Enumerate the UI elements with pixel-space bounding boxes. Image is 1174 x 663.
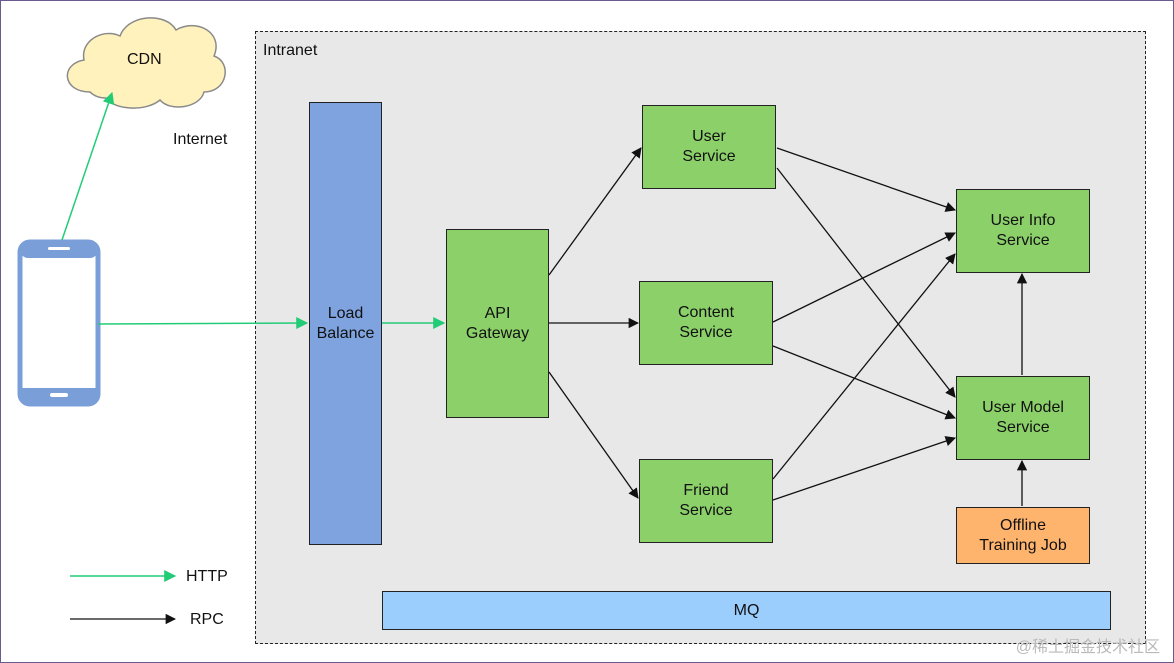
rpc-arrow-content-service-to-user-model <box>772 345 956 420</box>
rpc-arrow-gateway-to-friend-service <box>548 371 639 499</box>
friend-service-node: Friend Service <box>639 459 773 543</box>
http-arrow-phone-to-load-balance <box>97 317 309 330</box>
http-arrow-phone-to-cdn <box>61 91 115 241</box>
mq-node: MQ <box>382 591 1111 630</box>
internet-label: Internet <box>173 131 228 148</box>
user-model-service-node: User Model Service <box>956 376 1090 460</box>
api-gateway-node: API Gateway <box>446 229 549 418</box>
rpc-arrow-user-service-to-user-model <box>776 167 956 398</box>
content-service-label: Content Service <box>677 304 735 341</box>
friend-service-label: Friend Service <box>679 482 733 519</box>
user-service-node: User Service <box>642 105 776 189</box>
offline-training-job-label: Offline Training Job <box>979 516 1067 554</box>
rpc-arrow-friend-service-to-user-model <box>772 436 956 501</box>
mobile-phone-icon <box>17 239 101 407</box>
offline-training-job-node: Offline Training Job <box>956 507 1090 564</box>
user-model-service-label: User Model Service <box>982 399 1064 436</box>
content-service-node: Content Service <box>639 281 773 365</box>
mq-label: MQ <box>733 601 760 619</box>
cdn-label: CDN <box>127 51 162 68</box>
intranet-label: Intranet <box>263 42 318 59</box>
legend-http-label: HTTP <box>186 568 228 585</box>
api-gateway-label: API Gateway <box>465 304 530 342</box>
user-info-service-label: User Info Service <box>990 212 1056 249</box>
rpc-arrow-gateway-to-user-service <box>548 147 642 276</box>
user-info-service-node: User Info Service <box>956 189 1090 273</box>
cdn-cloud-shape <box>66 17 226 109</box>
load-balance-node: Load Balance <box>309 102 382 545</box>
user-service-label: User Service <box>682 128 736 165</box>
rpc-arrow-user-service-to-user-info <box>776 147 956 212</box>
watermark-text: @稀土掘金技术社区 <box>1015 639 1160 656</box>
load-balance-label: Load Balance <box>316 304 375 342</box>
rpc-arrow-friend-service-to-user-info <box>772 253 956 480</box>
rpc-arrow-content-service-to-user-info <box>772 232 956 323</box>
legend-rpc-label: RPC <box>190 611 224 628</box>
